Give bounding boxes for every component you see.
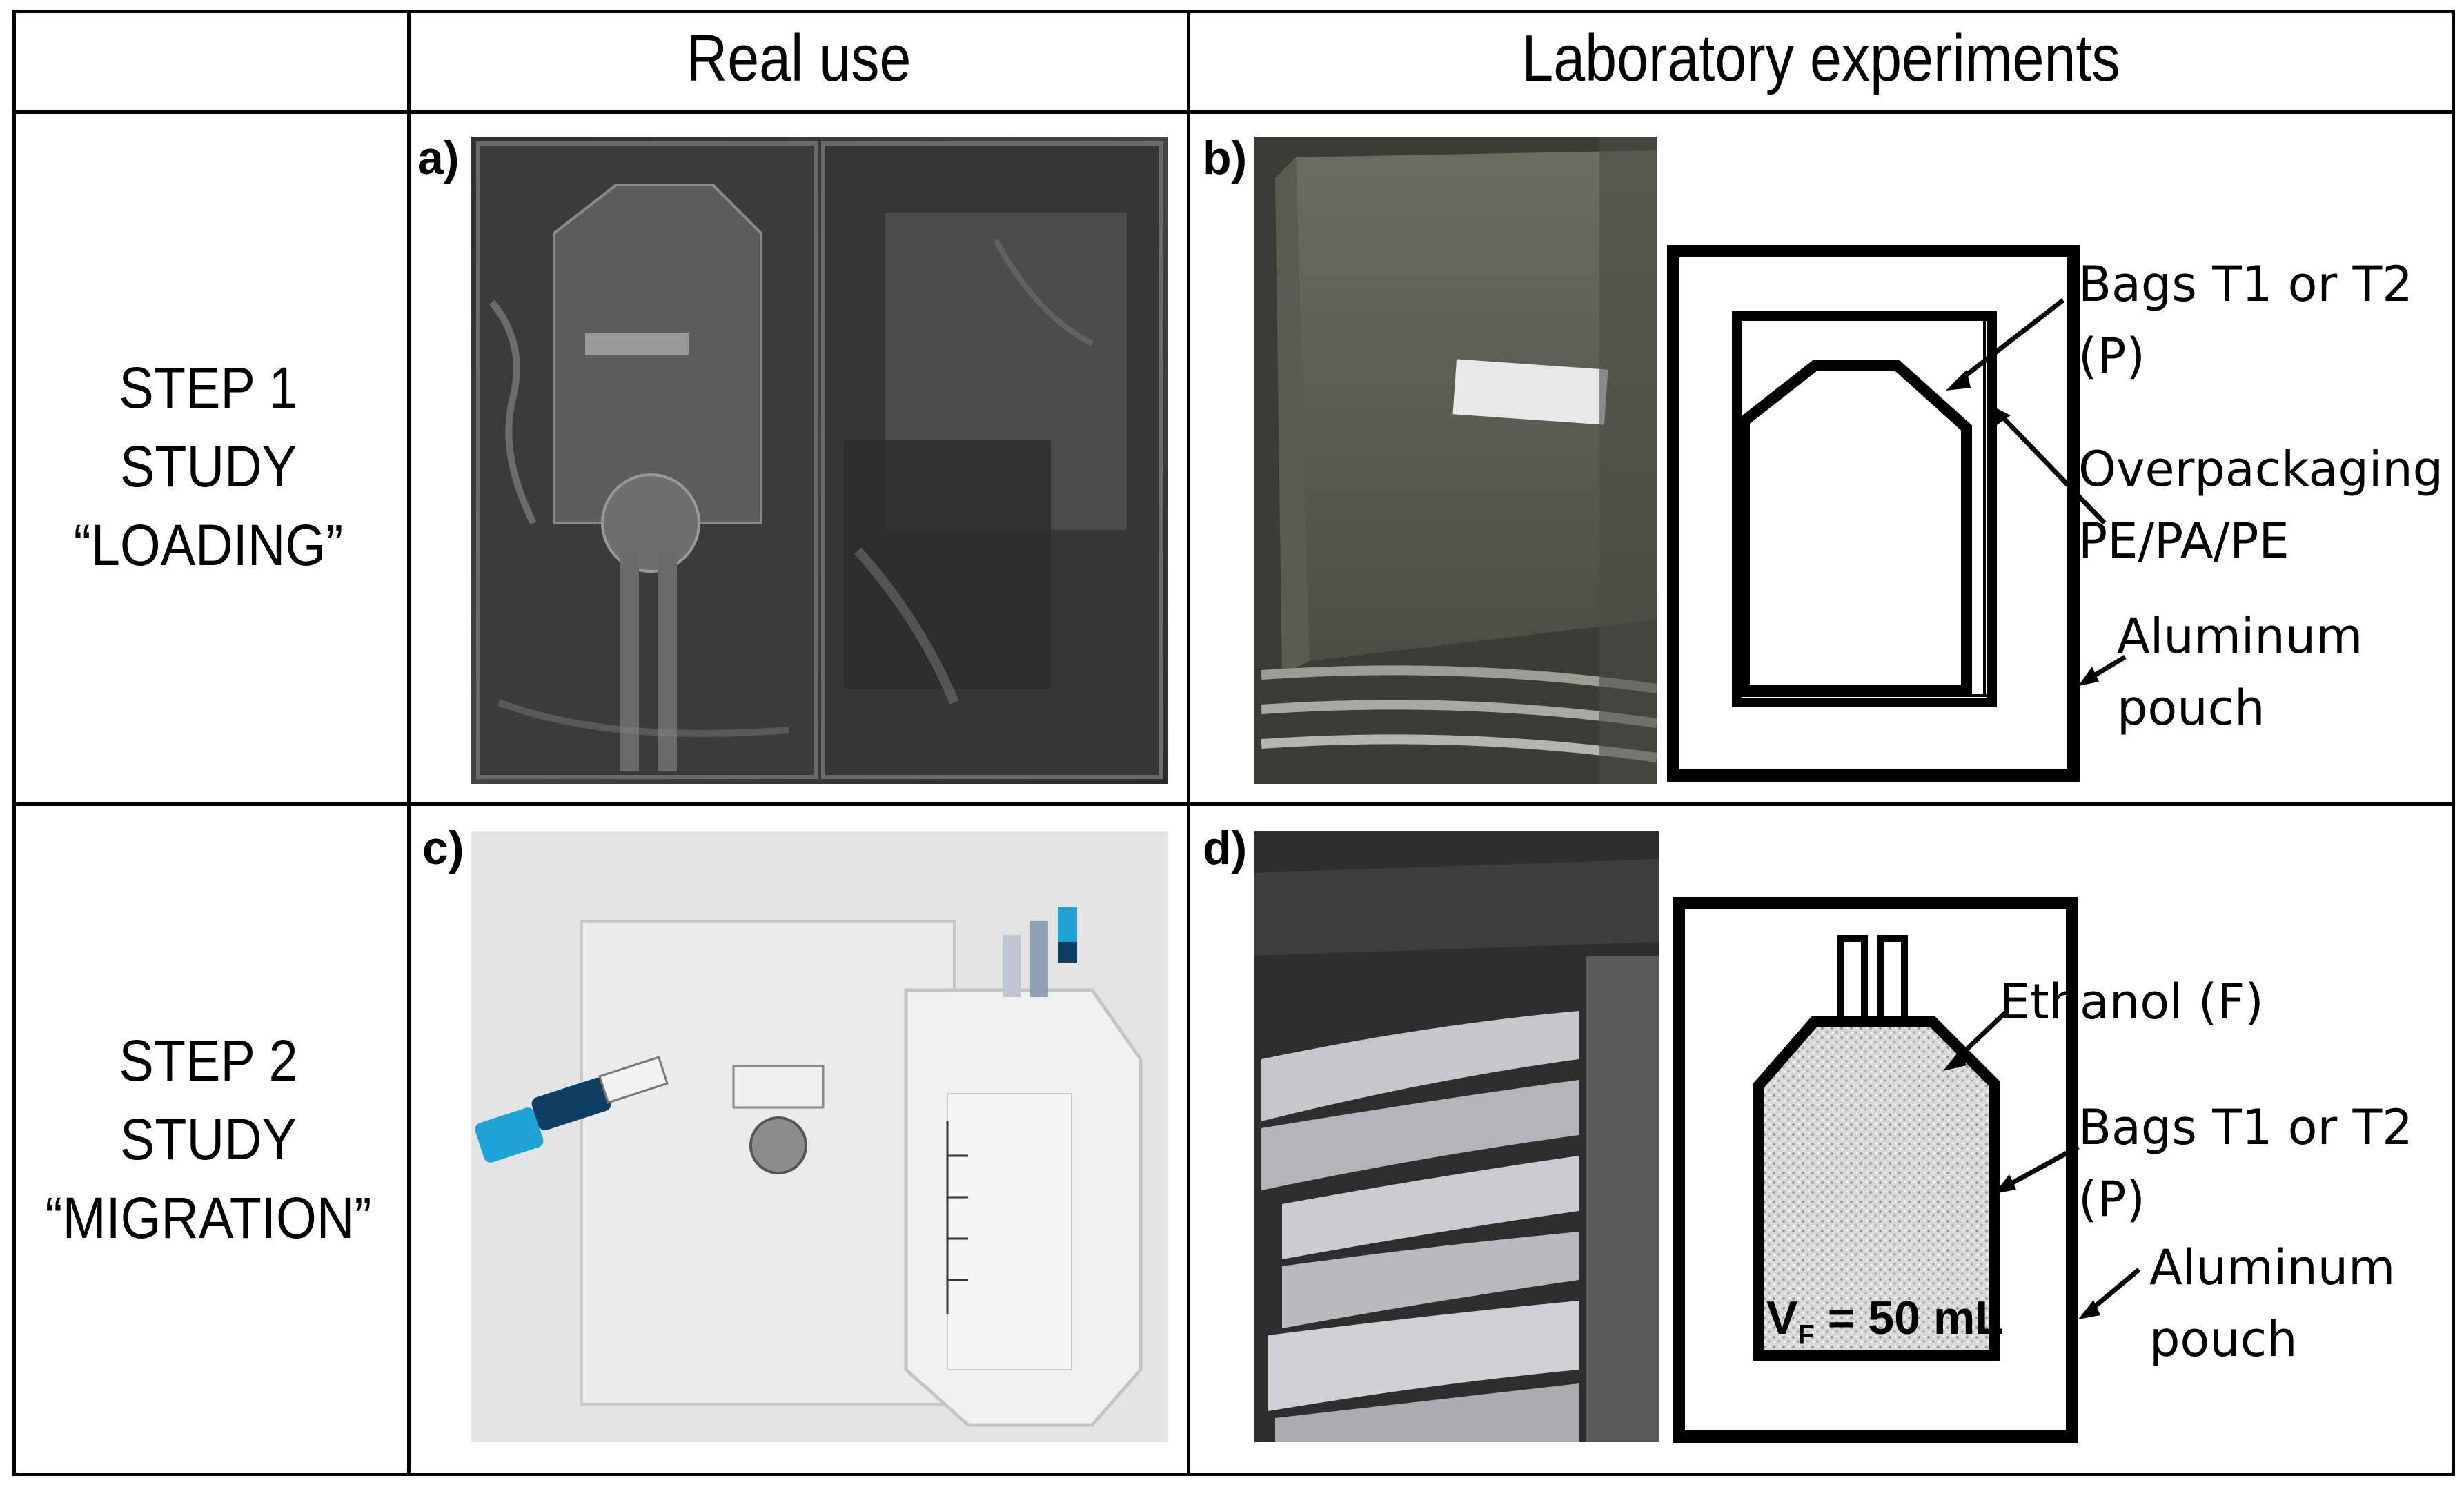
label-d-volume-v: V — [1766, 1292, 1798, 1344]
step-2-line-3: “MIGRATION” — [45, 1185, 372, 1250]
photo-d-aluminum-pouches — [1254, 831, 1659, 1442]
table-border-bottom — [12, 1473, 2455, 1476]
diagram-d-tube-2 — [1877, 935, 1908, 1025]
photo-d-image — [1254, 831, 1659, 1442]
table-border-left — [12, 10, 16, 1476]
diagram-b-arrow-pouch — [2089, 654, 2127, 680]
label-d-volume-sub: F — [1797, 1319, 1815, 1350]
label-d-bags-line2: (P) — [2078, 1171, 2145, 1228]
diagram-b-loading — [1667, 245, 2127, 782]
panel-letter-b: b) — [1203, 132, 1248, 184]
label-d-pouch-line1: Aluminum — [2149, 1239, 2396, 1296]
table-border-col1 — [407, 10, 411, 1476]
label-d-bags: Bags T1 or T2 (P) — [2078, 1092, 2413, 1235]
panel-letter-a: a) — [417, 132, 460, 184]
label-b-bags-line2: (P) — [2078, 328, 2145, 384]
step-1-label: STEP 1 STUDY “LOADING” — [35, 348, 382, 584]
photo-a-image — [471, 137, 1168, 784]
label-b-overpack-line2: PE/PA/PE — [2078, 513, 2289, 569]
panel-letter-c: c) — [422, 822, 464, 874]
table-border-top — [12, 10, 2455, 13]
label-d-pouch-line2: pouch — [2149, 1311, 2298, 1368]
diagram-d-arrow-bags — [2004, 1144, 2080, 1190]
diagram-d-migration — [1673, 897, 2141, 1443]
diagram-b-arrow-bags — [1955, 298, 2065, 384]
label-b-pouch-line1: Aluminum — [2117, 608, 2363, 664]
diagram-b-arrow-overpack — [1999, 413, 2107, 525]
header-real-use: Real use — [686, 21, 911, 95]
table-border-col2 — [1187, 10, 1190, 1476]
table-border-header — [12, 110, 2455, 114]
step-2-label: STEP 2 STUDY “MIGRATION” — [35, 1021, 382, 1257]
label-d-ethanol: Ethanol (F) — [2000, 974, 2264, 1030]
label-b-overpack: Overpackaging PE/PA/PE — [2078, 433, 2443, 577]
label-b-overpack-line1: Overpackaging — [2078, 441, 2444, 498]
label-b-pouch-line2: pouch — [2117, 680, 2265, 736]
step-2-line-1: STEP 2 — [119, 1028, 298, 1093]
diagram-d-tube-1 — [1837, 935, 1868, 1025]
step-1-line-1: STEP 1 — [119, 355, 298, 420]
table-border-row1 — [12, 802, 2455, 806]
diagram-d-arrow-ethanol — [1952, 1008, 2010, 1063]
header-laboratory: Laboratory experiments — [1521, 21, 2120, 95]
step-2-line-2: STUDY — [119, 1107, 297, 1172]
table-border-right — [2452, 10, 2455, 1476]
photo-a-bags-in-overpackaging — [471, 137, 1168, 784]
label-d-pouch: Aluminum pouch — [2149, 1232, 2395, 1375]
panel-letter-d: d) — [1203, 822, 1248, 874]
diagram-d-arrow-pouch — [2087, 1268, 2141, 1313]
label-d-volume-rest: = 50 mL — [1814, 1292, 2004, 1344]
photo-b-image — [1254, 137, 1657, 784]
photo-b-aluminum-pouches — [1254, 137, 1657, 784]
photo-c-bags-real-use — [471, 831, 1168, 1442]
label-b-pouch: Aluminum pouch — [2117, 600, 2363, 744]
photo-c-image — [471, 831, 1168, 1442]
step-1-line-2: STUDY — [119, 434, 297, 499]
diagram-d-bag-shape — [1753, 1016, 2000, 1361]
label-d-volume: VF = 50 mL — [1766, 1282, 2004, 1371]
step-1-line-3: “LOADING” — [73, 513, 344, 578]
label-d-bags-line1: Bags T1 or T2 — [2078, 1099, 2413, 1156]
label-b-bags: Bags T1 or T2 (P) — [2078, 248, 2413, 392]
label-b-bags-line1: Bags T1 or T2 — [2078, 256, 2413, 313]
diagram-b-bag-shape — [1739, 360, 1972, 696]
